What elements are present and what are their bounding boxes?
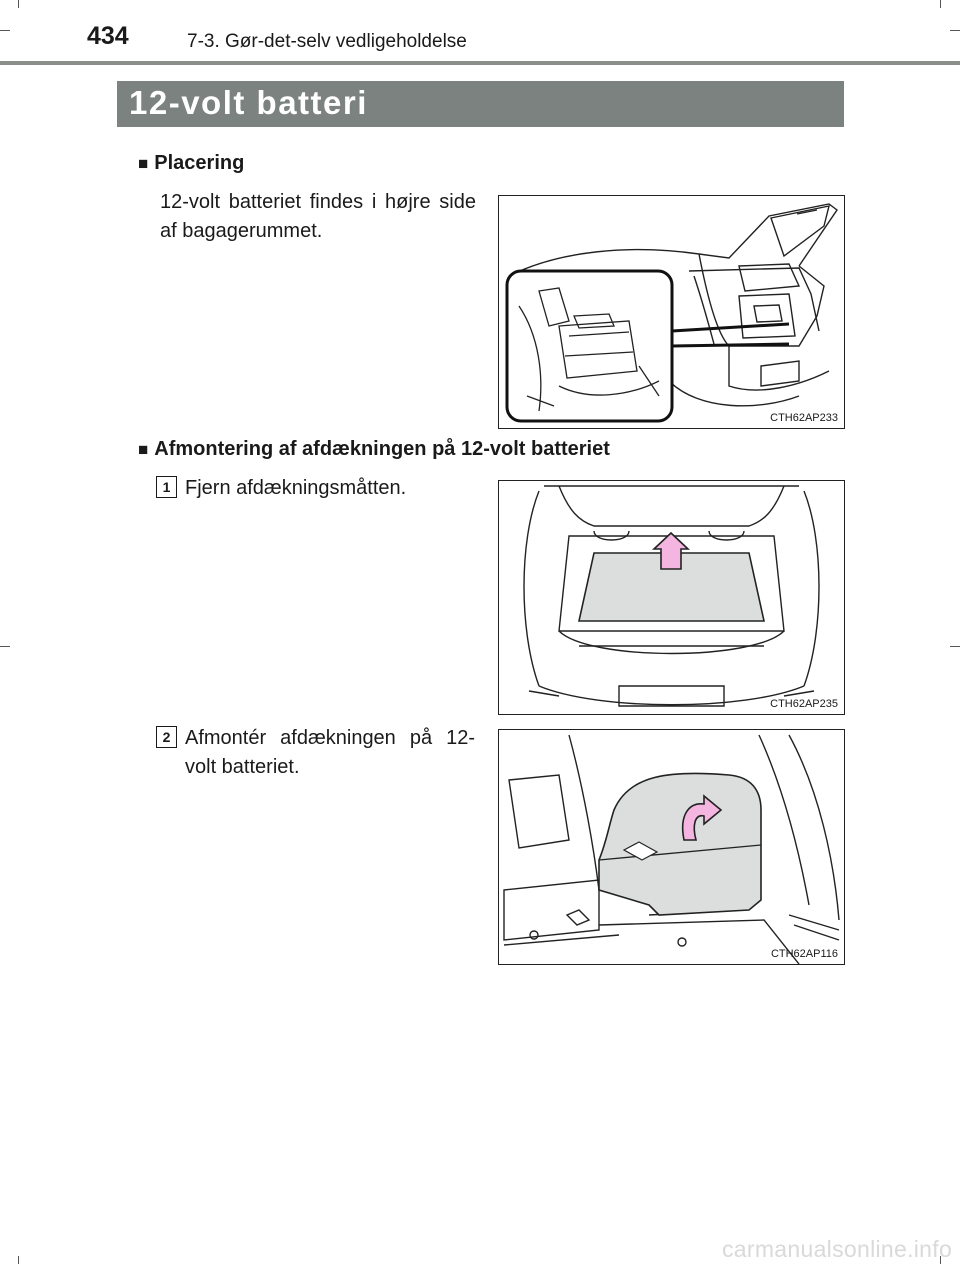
figure-code: CTH62AP235 (770, 698, 838, 710)
figure-code: CTH62AP233 (770, 412, 838, 424)
step-number-1: 1 (156, 476, 177, 498)
placering-text: 12-volt batteriet findes i højre side af… (160, 191, 476, 242)
watermark-url: carmanualsonline.info (722, 1236, 953, 1262)
figure-battery-cover: CTH62AP116 (498, 729, 845, 965)
battery-cover-illustration (503, 734, 840, 964)
placering-heading: ■ Placering (138, 152, 244, 175)
crop-mark (950, 646, 960, 647)
pull-up-arrow-icon (651, 531, 691, 570)
header-rule (0, 61, 960, 65)
crop-mark (0, 30, 10, 31)
page-number: 434 (87, 22, 129, 50)
crop-mark (940, 1256, 941, 1264)
crop-mark (0, 646, 10, 647)
figure-code: CTH62AP116 (770, 948, 838, 960)
step-2-text: Afmontér afdækningen på 12-volt batterie… (185, 727, 475, 778)
bullet-icon: ■ (138, 154, 149, 173)
figure-battery-location: CTH62AP233 (498, 195, 845, 429)
lift-arrow-icon (682, 794, 723, 841)
title-bar: 12-volt batteri (117, 81, 844, 127)
crop-mark (18, 1256, 19, 1264)
inset-frame (505, 269, 674, 423)
figure-cargo-mat: CTH62AP235 (498, 480, 845, 715)
cargo-mat-illustration (523, 485, 820, 707)
crop-mark (18, 0, 19, 8)
bullet-icon: ■ (138, 440, 149, 459)
page-title: 12-volt batteri (129, 84, 368, 121)
section-title: 7-3. Gør-det-selv vedligeholdelse (187, 31, 467, 52)
step-1-text: Fjern afdækningsmåtten. (185, 477, 407, 499)
battery-cover (598, 772, 762, 916)
battery-location-illustration (505, 203, 838, 423)
afmontering-heading-text: Afmontering af afdækningen på 12-volt ba… (154, 438, 610, 460)
afmontering-heading: ■ Afmontering af afdækningen på 12-volt b… (138, 438, 610, 461)
cargo-mat (578, 552, 765, 622)
placering-heading-text: Placering (154, 152, 245, 174)
crop-mark (950, 30, 960, 31)
crop-mark (940, 0, 941, 8)
step-number-2: 2 (156, 726, 177, 748)
